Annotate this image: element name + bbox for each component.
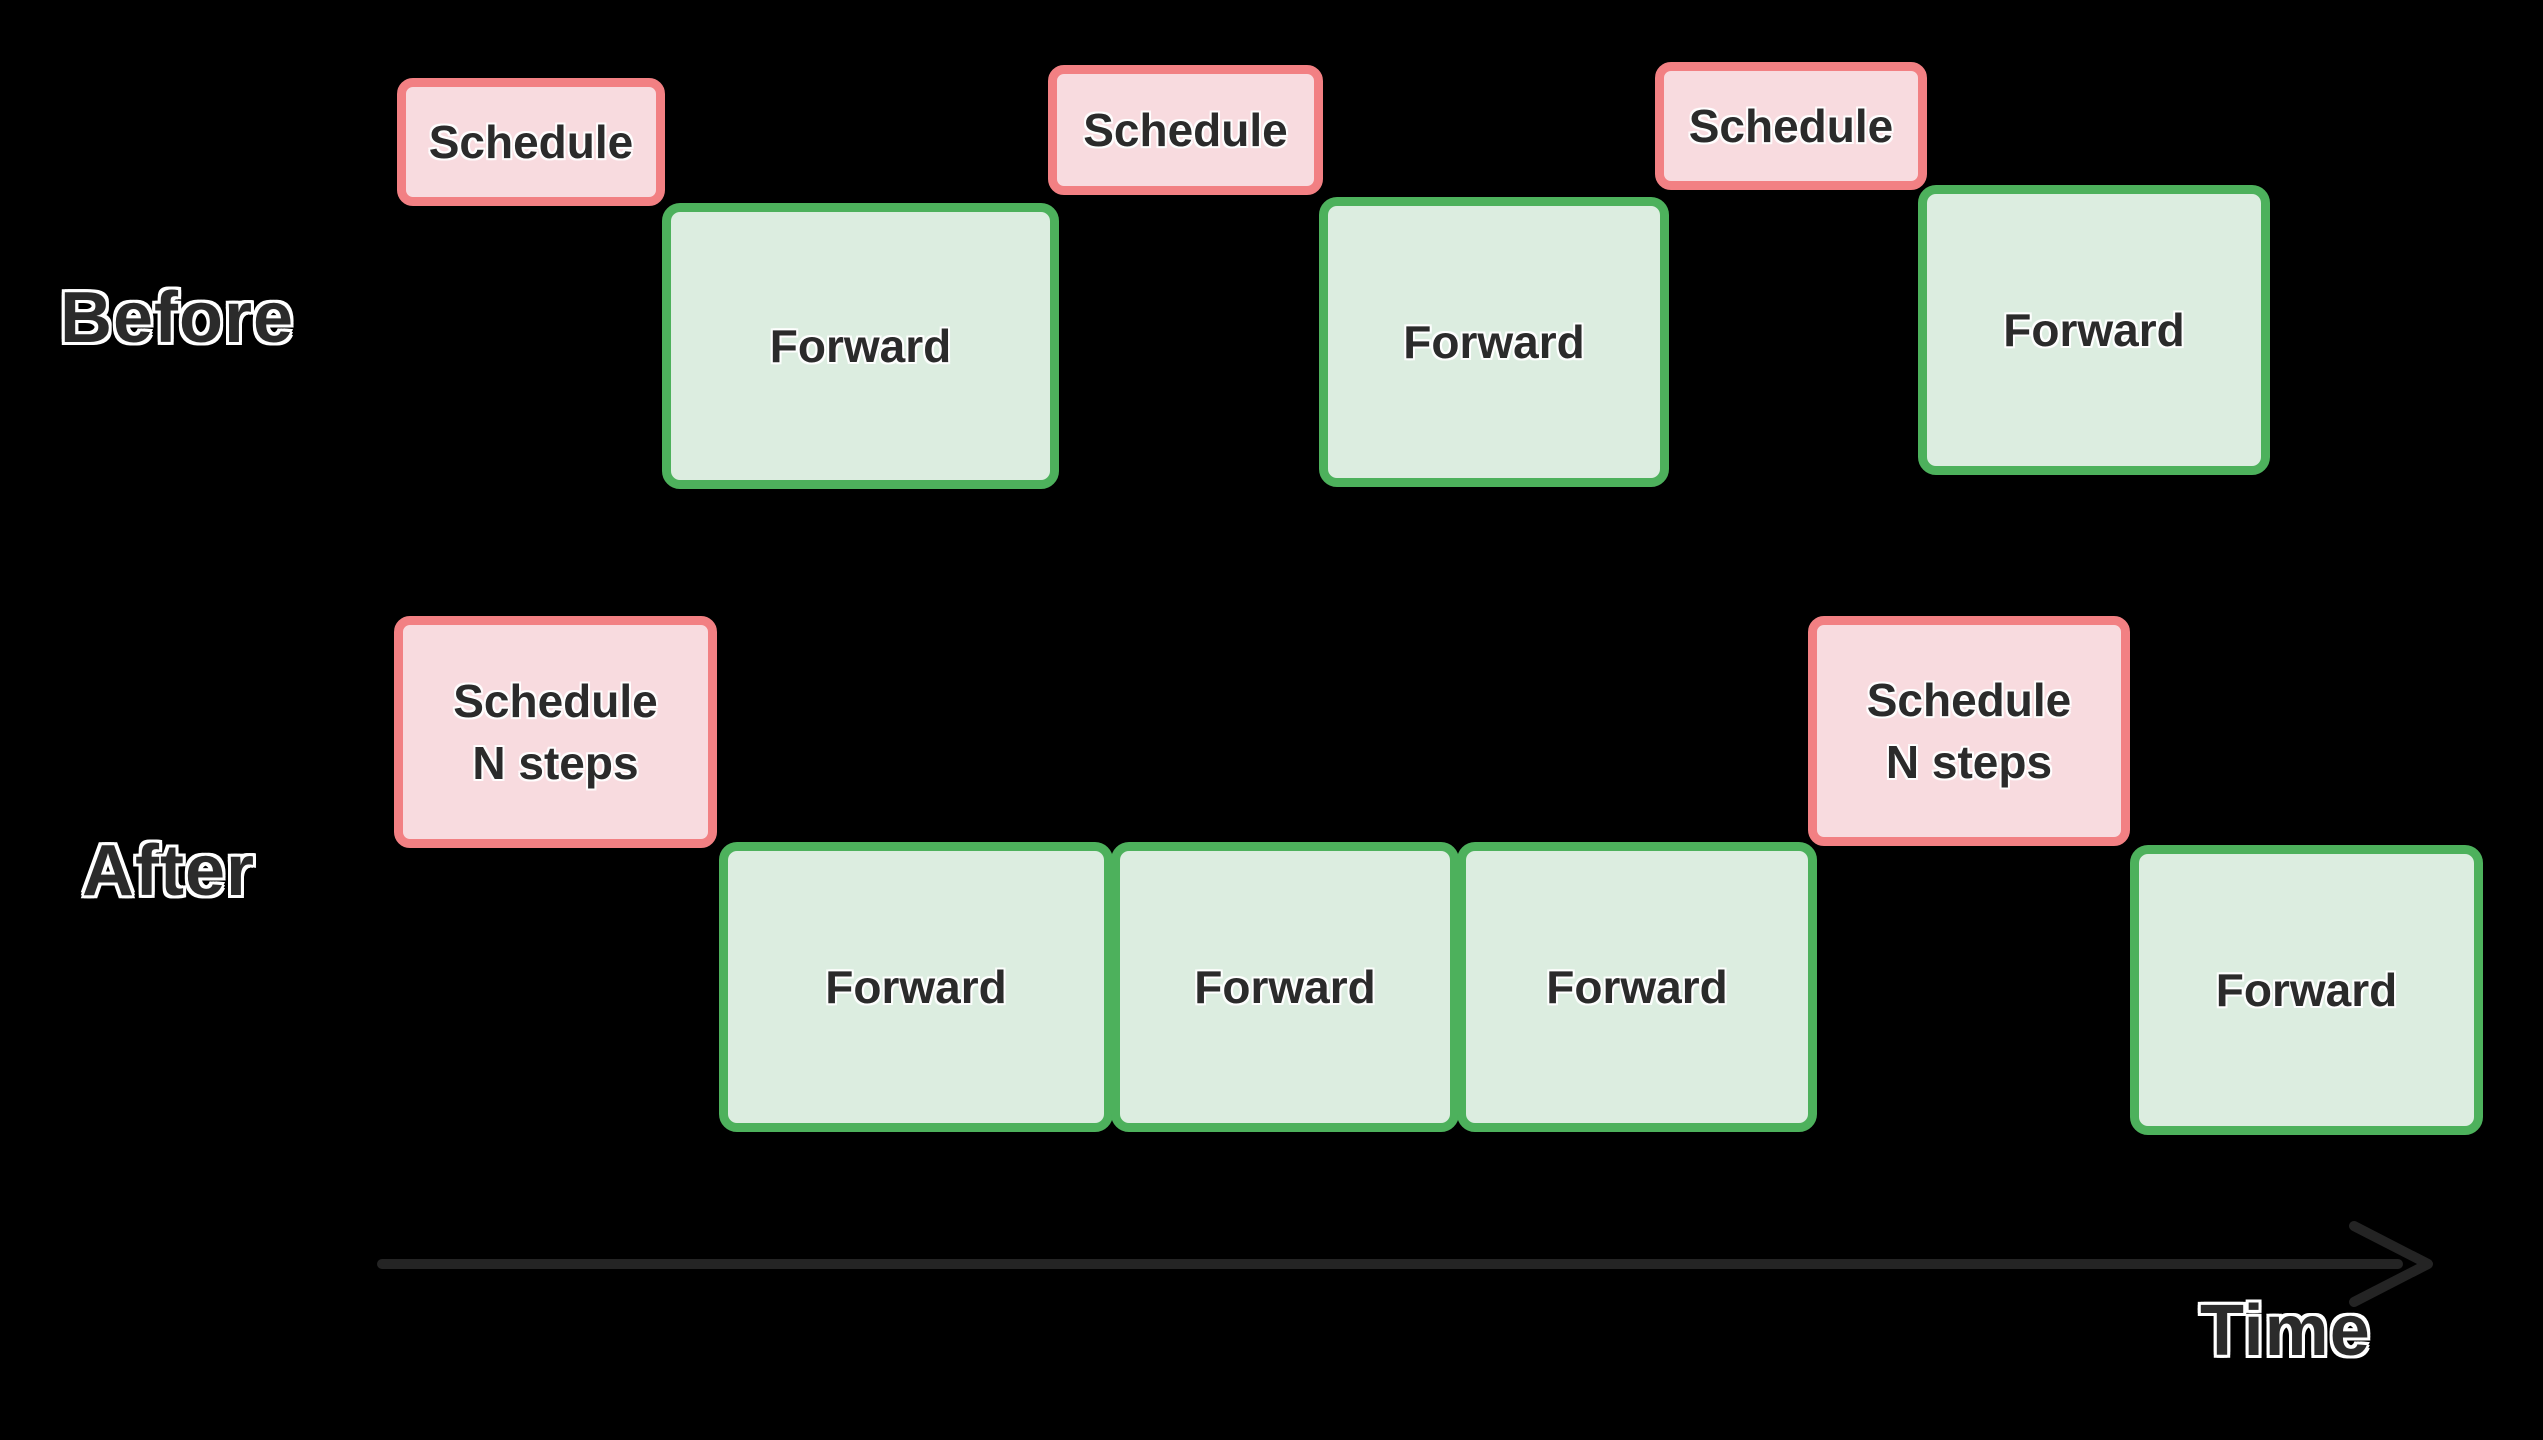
before-forward-box-3: Forward — [1918, 185, 2270, 475]
after-row-label: After — [82, 831, 256, 911]
before-schedule-box-2-label: Schedule — [1083, 104, 1288, 156]
after-schedule-n-steps-box-2-line-2: N steps — [1885, 736, 2053, 788]
after-forward-box-4: Forward — [2130, 845, 2483, 1135]
before-forward-box-2: Forward — [1319, 197, 1669, 487]
before-row-label: Before — [60, 278, 295, 358]
before-schedule-box-2: Schedule — [1048, 65, 1323, 195]
after-schedule-n-steps-box-1: Schedule N steps — [394, 616, 717, 848]
time-axis-arrowhead-icon — [2349, 1221, 2433, 1307]
before-forward-box-1: Forward — [662, 203, 1059, 489]
before-schedule-box-1-label: Schedule — [428, 116, 634, 168]
after-schedule-n-steps-box-2: Schedule N steps — [1808, 616, 2130, 846]
before-schedule-box-1: Schedule — [397, 78, 665, 206]
before-schedule-box-3-label: Schedule — [1688, 100, 1894, 152]
after-forward-box-3: Forward — [1457, 842, 1817, 1132]
after-forward-box-4-label: Forward — [2215, 964, 2398, 1016]
after-schedule-n-steps-box-1-line-1: Schedule — [453, 675, 658, 727]
before-forward-box-2-label: Forward — [1403, 316, 1585, 368]
after-forward-box-1: Forward — [719, 842, 1113, 1132]
time-axis-label: Time — [2200, 1291, 2371, 1371]
after-schedule-n-steps-box-2-line-1: Schedule — [1866, 674, 2072, 726]
after-forward-box-2-label: Forward — [1194, 961, 1376, 1013]
before-forward-box-1-label: Forward — [769, 320, 952, 372]
after-forward-box-1-label: Forward — [825, 961, 1007, 1013]
after-forward-box-2: Forward — [1111, 842, 1459, 1132]
after-forward-box-3-label: Forward — [1546, 961, 1728, 1013]
before-forward-box-3-label: Forward — [2003, 304, 2185, 356]
after-schedule-n-steps-box-1-line-2: N steps — [472, 737, 639, 789]
before-schedule-box-3: Schedule — [1655, 62, 1927, 190]
